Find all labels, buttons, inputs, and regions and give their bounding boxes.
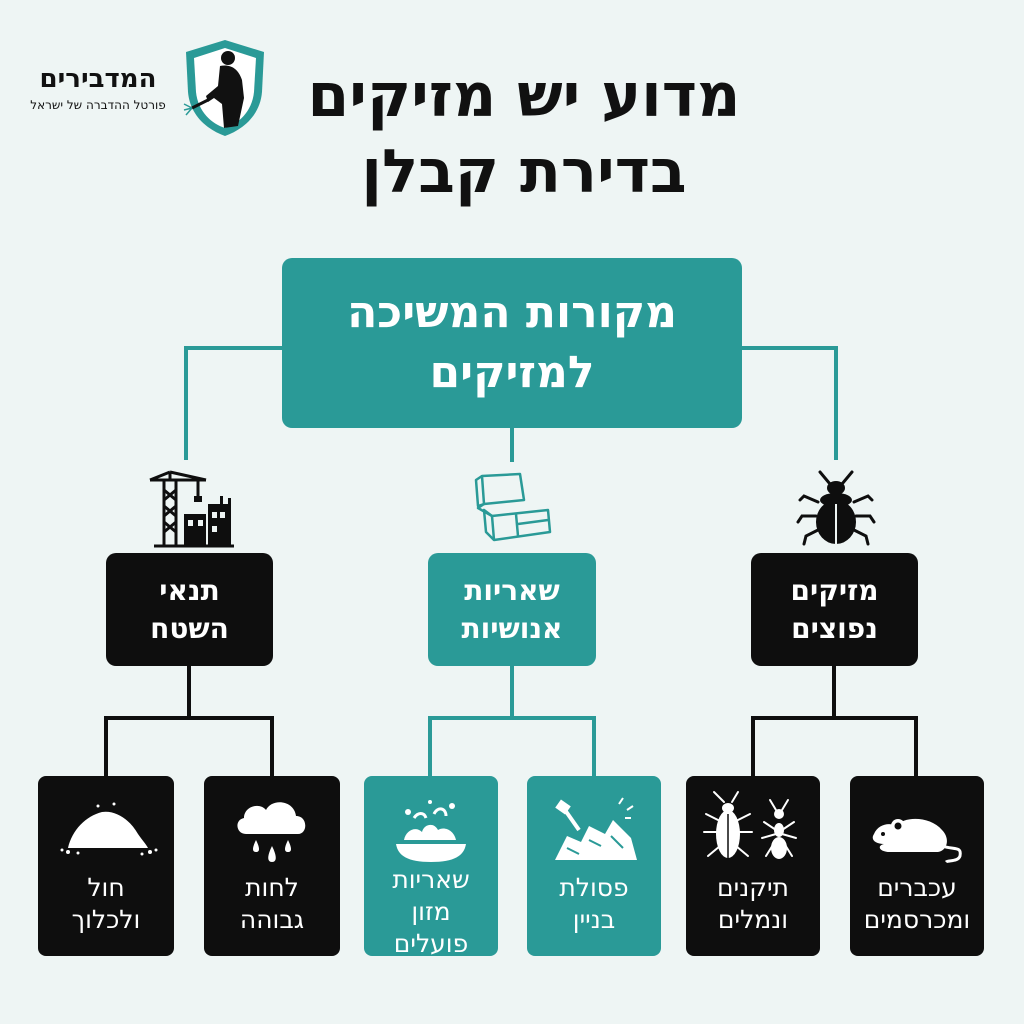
category-human-leftovers-label: שאריות אנושיות — [461, 573, 563, 645]
mouse-icon — [872, 818, 962, 864]
category-common-pests-label: מזיקים נפוצים — [790, 573, 879, 645]
logo-name: המדבירים — [39, 64, 157, 94]
logo-tagline: פורטל ההדברה של ישראל — [30, 98, 166, 112]
category-site-conditions: תנאי השטח — [106, 553, 273, 666]
category-common-pests: מזיקים נפוצים — [751, 553, 918, 666]
leaf-cockroaches-ants: תיקנים ונמלים — [686, 776, 820, 956]
food-bowl-icon — [396, 800, 466, 862]
beetle-icon — [796, 470, 876, 546]
leaf-high-humidity-label: לחות גבוהה — [239, 873, 305, 934]
logo: המדבירים פורטל ההדברה של ישראל — [18, 36, 274, 146]
leaf-worker-food: שאריות מזון פועלים — [364, 776, 498, 958]
food-container-icon — [474, 472, 552, 542]
leaf-sand-dirt: חול ולכלוך — [38, 776, 174, 956]
title-line-2: בדירת קבלן — [361, 137, 687, 207]
construction-crane-icon — [149, 470, 234, 548]
title-line-1: מדוע יש מזיקים — [307, 61, 741, 131]
category-human-leftovers: שאריות אנושיות — [428, 553, 596, 666]
root-node: מקורות המשיכה למזיקים — [282, 258, 742, 428]
cockroach-ant-icon — [703, 791, 797, 859]
leaf-sand-dirt-label: חול ולכלוך — [71, 873, 141, 934]
page-title: מדוע יש מזיקים בדירת קבלן — [274, 58, 774, 210]
leaf-worker-food-label: שאריות מזון פועלים — [392, 865, 470, 958]
leaf-mice-rodents-label: עכברים ומכרסמים — [863, 873, 971, 934]
leaf-cockroaches-ants-label: תיקנים ונמלים — [717, 873, 789, 934]
leaf-high-humidity: לחות גבוהה — [204, 776, 340, 956]
leaf-construction-debris: פסולת בניין — [527, 776, 661, 956]
construction-debris-icon — [555, 797, 637, 860]
sand-pile-icon — [60, 802, 158, 856]
shield-exterminator-icon — [183, 40, 264, 136]
category-site-conditions-label: תנאי השטח — [150, 573, 229, 645]
leaf-mice-rodents: עכברים ומכרסמים — [850, 776, 984, 956]
rain-cloud-icon — [237, 802, 306, 862]
leaf-construction-debris-label: פסולת בניין — [559, 873, 629, 934]
root-line-1: מקורות המשיכה — [347, 287, 677, 338]
root-line-2: למזיקים — [429, 347, 595, 398]
